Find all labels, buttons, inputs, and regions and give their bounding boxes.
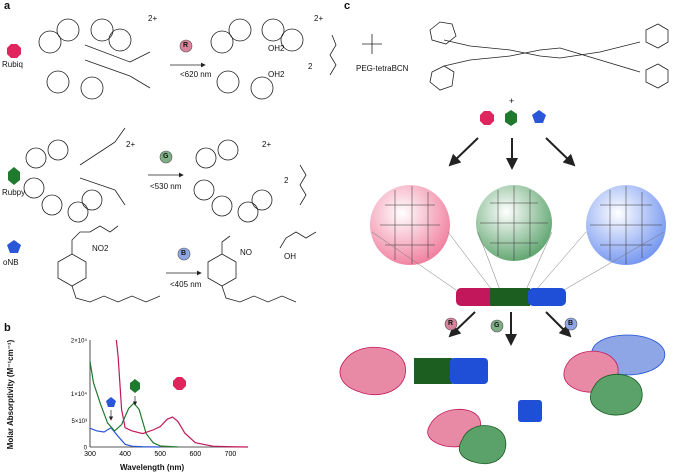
rubiq-scheme	[38, 18, 337, 100]
peg-label: PEG-tetraBCN	[356, 64, 409, 73]
blue-removed-result	[563, 334, 666, 416]
red-light-icon	[179, 39, 193, 53]
red-removed-result	[339, 346, 488, 396]
irradiation-arrows	[448, 311, 572, 346]
rubpy-coefficient: 2	[284, 176, 289, 185]
rubpy-wavelength: <530 nm	[150, 182, 182, 191]
green-light-letter: G	[163, 153, 169, 160]
green-removed-result	[427, 400, 542, 464]
chart-x-tick-label: 500	[154, 451, 166, 458]
chart-rubpy-marker-icon	[130, 379, 140, 393]
red-light-letter: R	[183, 42, 189, 49]
rubpy-reactant-charge: 2+	[126, 140, 136, 149]
chart-x-tick-label: 300	[84, 451, 96, 458]
c-rubiq-octagon-icon	[480, 111, 494, 125]
chart-x-tick-label: 400	[119, 451, 131, 458]
rubiq-product-charge: 2+	[314, 14, 324, 23]
rubpy-hexagon-icon	[8, 167, 20, 185]
chart-series-line-2	[89, 361, 178, 448]
peg-plus: +	[509, 96, 515, 106]
panel-b-label: b	[4, 322, 11, 334]
rubpy-product-charge: 2+	[262, 140, 272, 149]
blue-light-icon	[177, 247, 191, 261]
onb-scheme	[57, 225, 317, 303]
rubiq-wavelength: <620 nm	[180, 70, 212, 79]
onb-no: NO	[240, 248, 252, 257]
rubiq-name: Rubiq	[2, 60, 23, 69]
onb-oh: OH	[284, 252, 296, 261]
blue-light-letter: B	[181, 250, 187, 257]
c-red-light-icon	[444, 317, 458, 331]
zoom-lines	[371, 231, 665, 291]
chart-series-line-3	[115, 339, 249, 448]
onb-pentagon-icon	[7, 240, 21, 253]
onb-wavelength: <405 nm	[170, 280, 202, 289]
chart-y-tick-label: 5×10³	[71, 419, 87, 425]
rubiq-water-1: OH2	[268, 44, 285, 53]
c-blue-light-icon	[564, 317, 578, 331]
onb-no2: NO2	[92, 244, 109, 253]
green-light-icon	[159, 150, 173, 164]
chart-onb-marker-icon	[106, 397, 116, 407]
c-red-light-letter: R	[448, 320, 454, 327]
c-green-light-letter: G	[494, 322, 500, 329]
chart-y-tick-label: 2×10⁴	[71, 338, 88, 345]
peg-tetrabcn	[362, 21, 669, 91]
rubpy-scheme	[23, 127, 307, 223]
patterned-disc	[456, 288, 566, 306]
c-green-light-icon	[490, 319, 504, 333]
c-onb-pentagon-icon	[532, 110, 546, 123]
absorbance-chart: 300 400 500 600 700 0 5×10³ 1×10⁴ 2×10⁴	[71, 338, 249, 458]
chart-x-tick-label: 700	[225, 451, 237, 458]
onb-name: oNB	[3, 258, 19, 267]
panel-a-label: a	[4, 0, 11, 12]
rubiq-water-2: OH2	[268, 70, 285, 79]
panel-c-label: c	[344, 0, 351, 12]
c-blue-light-letter: B	[568, 320, 574, 327]
chart-rubiq-marker-icon	[173, 377, 186, 390]
c-rubpy-hexagon-icon	[505, 110, 517, 126]
chart-x-tick-label: 600	[189, 451, 201, 458]
rubiq-reactant-charge: 2+	[148, 14, 158, 23]
split-arrows	[448, 137, 576, 170]
chart-y-tick-label: 0	[84, 446, 88, 452]
rubiq-octagon-icon	[7, 44, 21, 58]
rubpy-name: Rubpy	[2, 188, 26, 197]
chart-y-tick-label: 1×10⁴	[71, 391, 88, 398]
chart-series-line-1	[89, 426, 161, 448]
rubiq-coefficient: 2	[308, 62, 313, 71]
chart-x-label: Wavelength (nm)	[120, 463, 185, 472]
chart-y-label: Molar Absorptivity (M⁻¹cm⁻¹)	[6, 339, 16, 450]
